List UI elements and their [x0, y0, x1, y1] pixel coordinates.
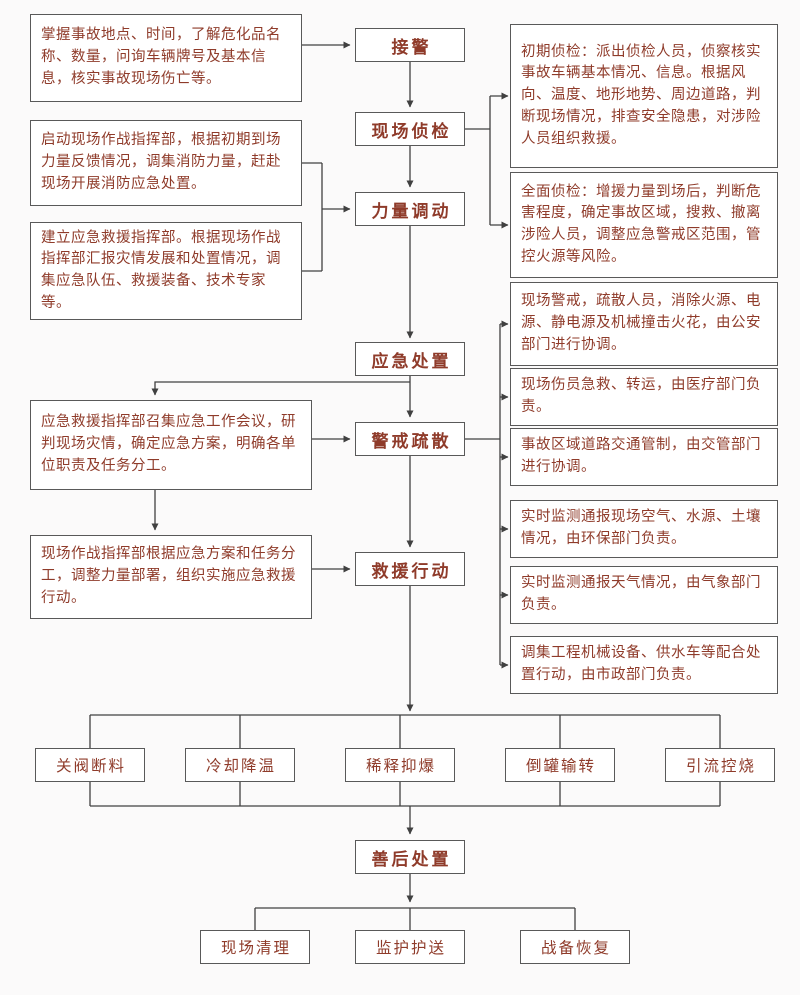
flow-node-receive-alarm: 接警 [355, 28, 465, 62]
note-deployment-adjustment: 现场作战指挥部根据应急方案和任务分工，调整力量部署，组织实施应急救援行动。 [30, 535, 312, 619]
flow-node-cordon-evacuation: 警戒疏散 [355, 422, 465, 456]
note-police-coordination: 现场警戒，疏散人员，消除火源、电源、静电源及机械撞击火花，由公安部门进行协调。 [510, 282, 778, 366]
note-weather-monitoring: 实时监测通报天气情况，由气象部门负责。 [510, 566, 778, 624]
tactic-tank-transfer: 倒罐输转 [505, 748, 615, 782]
note-municipal-support: 调集工程机械设备、供水车等配合处置行动，由市政部门负责。 [510, 636, 778, 694]
note-emergency-meeting: 应急救援指挥部召集应急工作会议，研判现场灾情，确定应急方案，明确各单位职责及任务… [30, 400, 312, 490]
note-full-inspection: 全面侦检：增援力量到场后，判断危害程度，确定事故区域，搜救、撤离涉险人员，调整应… [510, 172, 778, 278]
note-alarm-info: 掌握事故地点、时间，了解危化品名称、数量，问询车辆牌号及基本信息，核实事故现场伤… [30, 14, 302, 102]
tactic-cooling: 冷却降温 [185, 748, 295, 782]
note-medical-transport: 现场伤员急救、转运，由医疗部门负责。 [510, 368, 778, 426]
note-rescue-headquarters: 建立应急救援指挥部。根据现场作战指挥部汇报灾情发展和处置情况，调集应急队伍、救援… [30, 222, 302, 320]
tactic-close-valve: 关阀断料 [35, 748, 145, 782]
note-traffic-control: 事故区域道路交通管制，由交管部门进行协调。 [510, 428, 778, 486]
flow-node-force-mobilization: 力量调动 [355, 192, 465, 226]
tactic-dilution: 稀释抑爆 [345, 748, 455, 782]
flow-node-emergency-response: 应急处置 [355, 342, 465, 376]
note-environment-monitoring: 实时监测通报现场空气、水源、土壤情况，由环保部门负责。 [510, 500, 778, 558]
flow-node-scene-inspection: 现场侦检 [355, 112, 465, 146]
closing-escort: 监护护送 [355, 930, 465, 964]
tactic-controlled-burn: 引流控烧 [665, 748, 775, 782]
note-initial-inspection: 初期侦检：派出侦检人员，侦察核实事故车辆基本情况、信息。根据风向、温度、地形地势… [510, 24, 778, 168]
flow-node-rescue-action: 救援行动 [355, 552, 465, 586]
flow-node-aftermath: 善后处置 [355, 840, 465, 874]
closing-readiness-recovery: 战备恢复 [520, 930, 630, 964]
closing-site-cleanup: 现场清理 [200, 930, 310, 964]
note-onsite-command: 启动现场作战指挥部，根据初期到场力量反馈情况，调集消防力量，赶赴现场开展消防应急… [30, 120, 302, 206]
